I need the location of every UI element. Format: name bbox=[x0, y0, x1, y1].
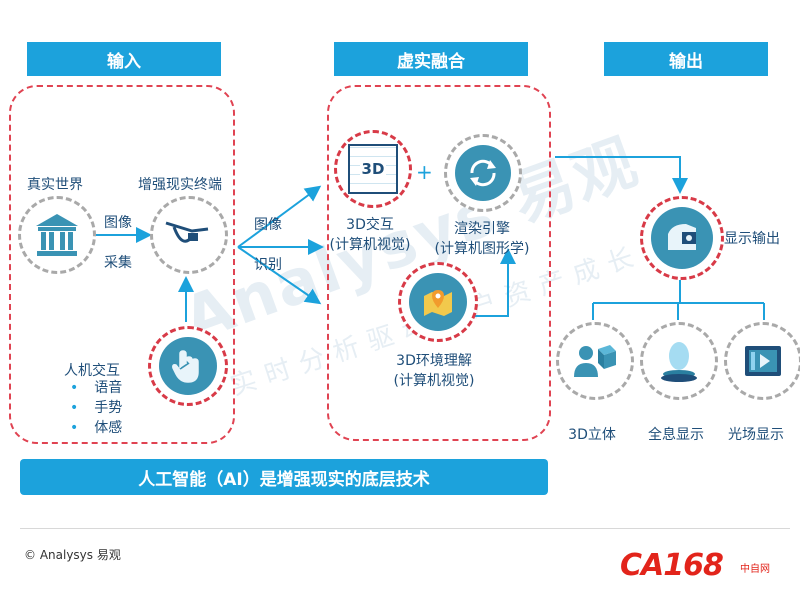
hologram-icon bbox=[661, 342, 697, 382]
cube-3d-icon: 3D bbox=[348, 144, 398, 194]
display-output-node bbox=[640, 196, 724, 280]
arrow-fusion-to-output bbox=[555, 156, 688, 194]
arrow-env-to-render bbox=[472, 248, 516, 317]
hand-gesture-icon bbox=[172, 350, 199, 383]
vr-headset-icon bbox=[668, 224, 696, 250]
bullet-icon: • bbox=[70, 420, 79, 436]
ca168-logo: CA168 bbox=[620, 548, 724, 583]
fusion-panel bbox=[327, 85, 551, 441]
label-light-field: 光场显示 bbox=[728, 427, 784, 443]
ar-glasses-icon bbox=[165, 221, 209, 243]
label-env-understanding: 3D环境理解 bbox=[396, 353, 472, 369]
label-display-output: 显示输出 bbox=[724, 231, 780, 247]
ai-foundation-banner: 人工智能（AI）是增强现实的底层技术 bbox=[20, 459, 548, 495]
divider bbox=[20, 528, 790, 529]
label-stereo-3d: 3D立体 bbox=[568, 427, 616, 443]
label-hci: 人机交互 bbox=[64, 363, 120, 379]
bullet-icon: • bbox=[70, 400, 79, 416]
light-field-display-icon bbox=[745, 346, 781, 376]
label-ar-terminal: 增强现实终端 bbox=[138, 177, 222, 193]
bullet-icon: • bbox=[70, 380, 79, 396]
label-render-engine: 渲染引擎 bbox=[454, 221, 510, 237]
stereo-3d-node bbox=[556, 322, 634, 400]
refresh-icon bbox=[470, 159, 496, 187]
label-3d-interaction: 3D交互 bbox=[346, 217, 394, 233]
hci-node bbox=[148, 326, 228, 406]
render-engine-node bbox=[444, 134, 522, 212]
ca168-logo-sub: 中自网 bbox=[740, 564, 770, 575]
holographic-node bbox=[640, 322, 718, 400]
header-input: 输入 bbox=[27, 42, 221, 76]
person-cube-icon bbox=[574, 345, 616, 377]
arrow-to-env bbox=[237, 246, 322, 305]
interaction-3d-node: 3D bbox=[334, 130, 412, 208]
label-render-engine-sub: (计算机图形学) bbox=[434, 241, 530, 257]
list-item: •体感 bbox=[70, 420, 123, 436]
list-item: •手势 bbox=[70, 400, 123, 416]
header-output: 输出 bbox=[604, 42, 768, 76]
real-world-node bbox=[18, 196, 96, 274]
label-real-world: 真实世界 bbox=[27, 177, 83, 193]
label-image: 图像 bbox=[104, 215, 132, 231]
label-recognition: 识别 bbox=[254, 257, 282, 273]
ar-terminal-node bbox=[150, 196, 228, 274]
input-panel bbox=[9, 85, 235, 444]
label-image-2: 图像 bbox=[254, 217, 282, 233]
copyright: © Analysys 易观 bbox=[24, 548, 121, 562]
map-pin-icon bbox=[424, 290, 452, 316]
bank-icon bbox=[36, 214, 78, 256]
light-field-node bbox=[724, 322, 800, 400]
arrow-to-3d-interaction bbox=[237, 185, 322, 248]
label-holographic: 全息显示 bbox=[648, 427, 704, 443]
label-capture: 采集 bbox=[104, 255, 132, 271]
env-understanding-node bbox=[398, 262, 478, 342]
plus-sign: + bbox=[416, 160, 433, 184]
header-fusion: 虚实融合 bbox=[334, 42, 528, 76]
label-3d-interaction-sub: (计算机视觉) bbox=[329, 237, 411, 253]
label-env-understanding-sub: (计算机视觉) bbox=[393, 373, 475, 389]
hci-list: •语音 •手势 •体感 bbox=[70, 378, 122, 438]
list-item: •语音 bbox=[70, 380, 123, 396]
